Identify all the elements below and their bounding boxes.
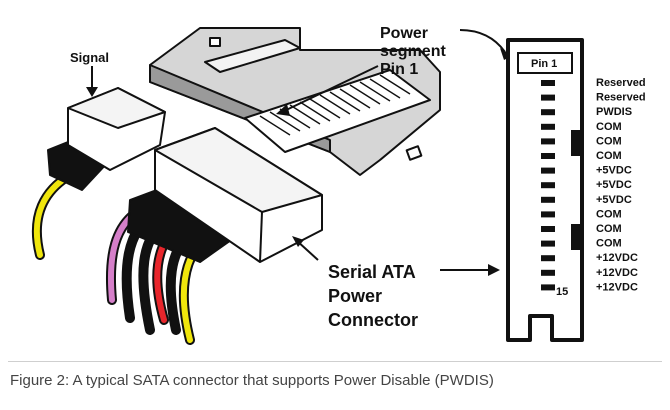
pin-assignment-label: COM xyxy=(596,238,622,250)
pin1-label: Pin 1 xyxy=(531,58,557,70)
power-segment-line-3: Pin 1 xyxy=(380,61,418,78)
pin-contact xyxy=(541,109,555,116)
power-cable-plug xyxy=(127,127,323,263)
signal-label: Signal xyxy=(70,50,109,65)
sata-connector-diagram: Signal Power segment Pin 1 Serial ATA Po… xyxy=(31,25,646,345)
pin-contact xyxy=(541,240,555,247)
pin-assignment-label: COM xyxy=(596,208,622,220)
pin-assignment-label: +12VDC xyxy=(596,252,638,264)
pin-assignment-label: +12VDC xyxy=(596,267,638,279)
label-serial-ata: Serial ATA Power Connector xyxy=(292,236,500,330)
pin-assignment-label: COM xyxy=(596,135,622,147)
pin-contact xyxy=(541,80,555,86)
power-segment-line-2: segment xyxy=(380,43,446,60)
pin-contact xyxy=(541,196,555,203)
pin-contact xyxy=(541,269,555,276)
pin-assignment-label: +5VDC xyxy=(596,179,632,191)
signal-cable xyxy=(31,87,166,260)
pin-contact xyxy=(541,255,555,262)
pin-assignment-label: +5VDC xyxy=(596,165,632,177)
pin-assignment-label: COM xyxy=(596,150,622,162)
pin-contacts xyxy=(541,80,555,291)
pin-contact xyxy=(541,167,555,174)
pin-assignment-label: +12VDC xyxy=(596,281,638,293)
pin-assignment-label: +5VDC xyxy=(596,194,632,206)
to-pinout-arrow xyxy=(459,29,506,53)
pin-assignment-label: Reserved xyxy=(596,77,646,89)
pin-assignment-list: ReservedReservedPWDISCOMCOMCOM+5VDC+5VDC… xyxy=(596,77,646,293)
serial-ata-line-2: Power xyxy=(328,286,382,306)
label-signal: Signal xyxy=(70,50,109,97)
drive-side-connector xyxy=(149,27,441,176)
serial-ata-line-3: Connector xyxy=(328,310,418,330)
pin-contact xyxy=(541,284,555,291)
pin1-arrow xyxy=(281,65,379,113)
pin-contact xyxy=(541,211,555,218)
pin-assignment-label: COM xyxy=(596,223,622,235)
pin-assignment-label: PWDIS xyxy=(596,106,632,118)
caption-divider xyxy=(8,361,662,362)
pin-assignment-label: COM xyxy=(596,121,622,133)
serial-ata-line-1: Serial ATA xyxy=(328,262,416,282)
label-power-segment: Power segment Pin 1 xyxy=(276,25,512,116)
figure-caption: Figure 2: A typical SATA connector that … xyxy=(10,372,494,389)
power-segment-line-1: Power xyxy=(380,25,428,42)
pin-contact xyxy=(541,226,555,232)
pin-contact xyxy=(541,153,555,159)
pin-assignment-label: Reserved xyxy=(596,92,646,104)
pin-contact xyxy=(541,123,555,130)
pin-contact xyxy=(541,94,555,101)
pin-contact xyxy=(541,182,555,189)
pinout-diagram: Pin 1 15 ReservedReservedPWDISCOMCOMCOM+… xyxy=(506,38,646,342)
pin15-label: 15 xyxy=(556,286,568,298)
pin-contact xyxy=(541,138,555,145)
